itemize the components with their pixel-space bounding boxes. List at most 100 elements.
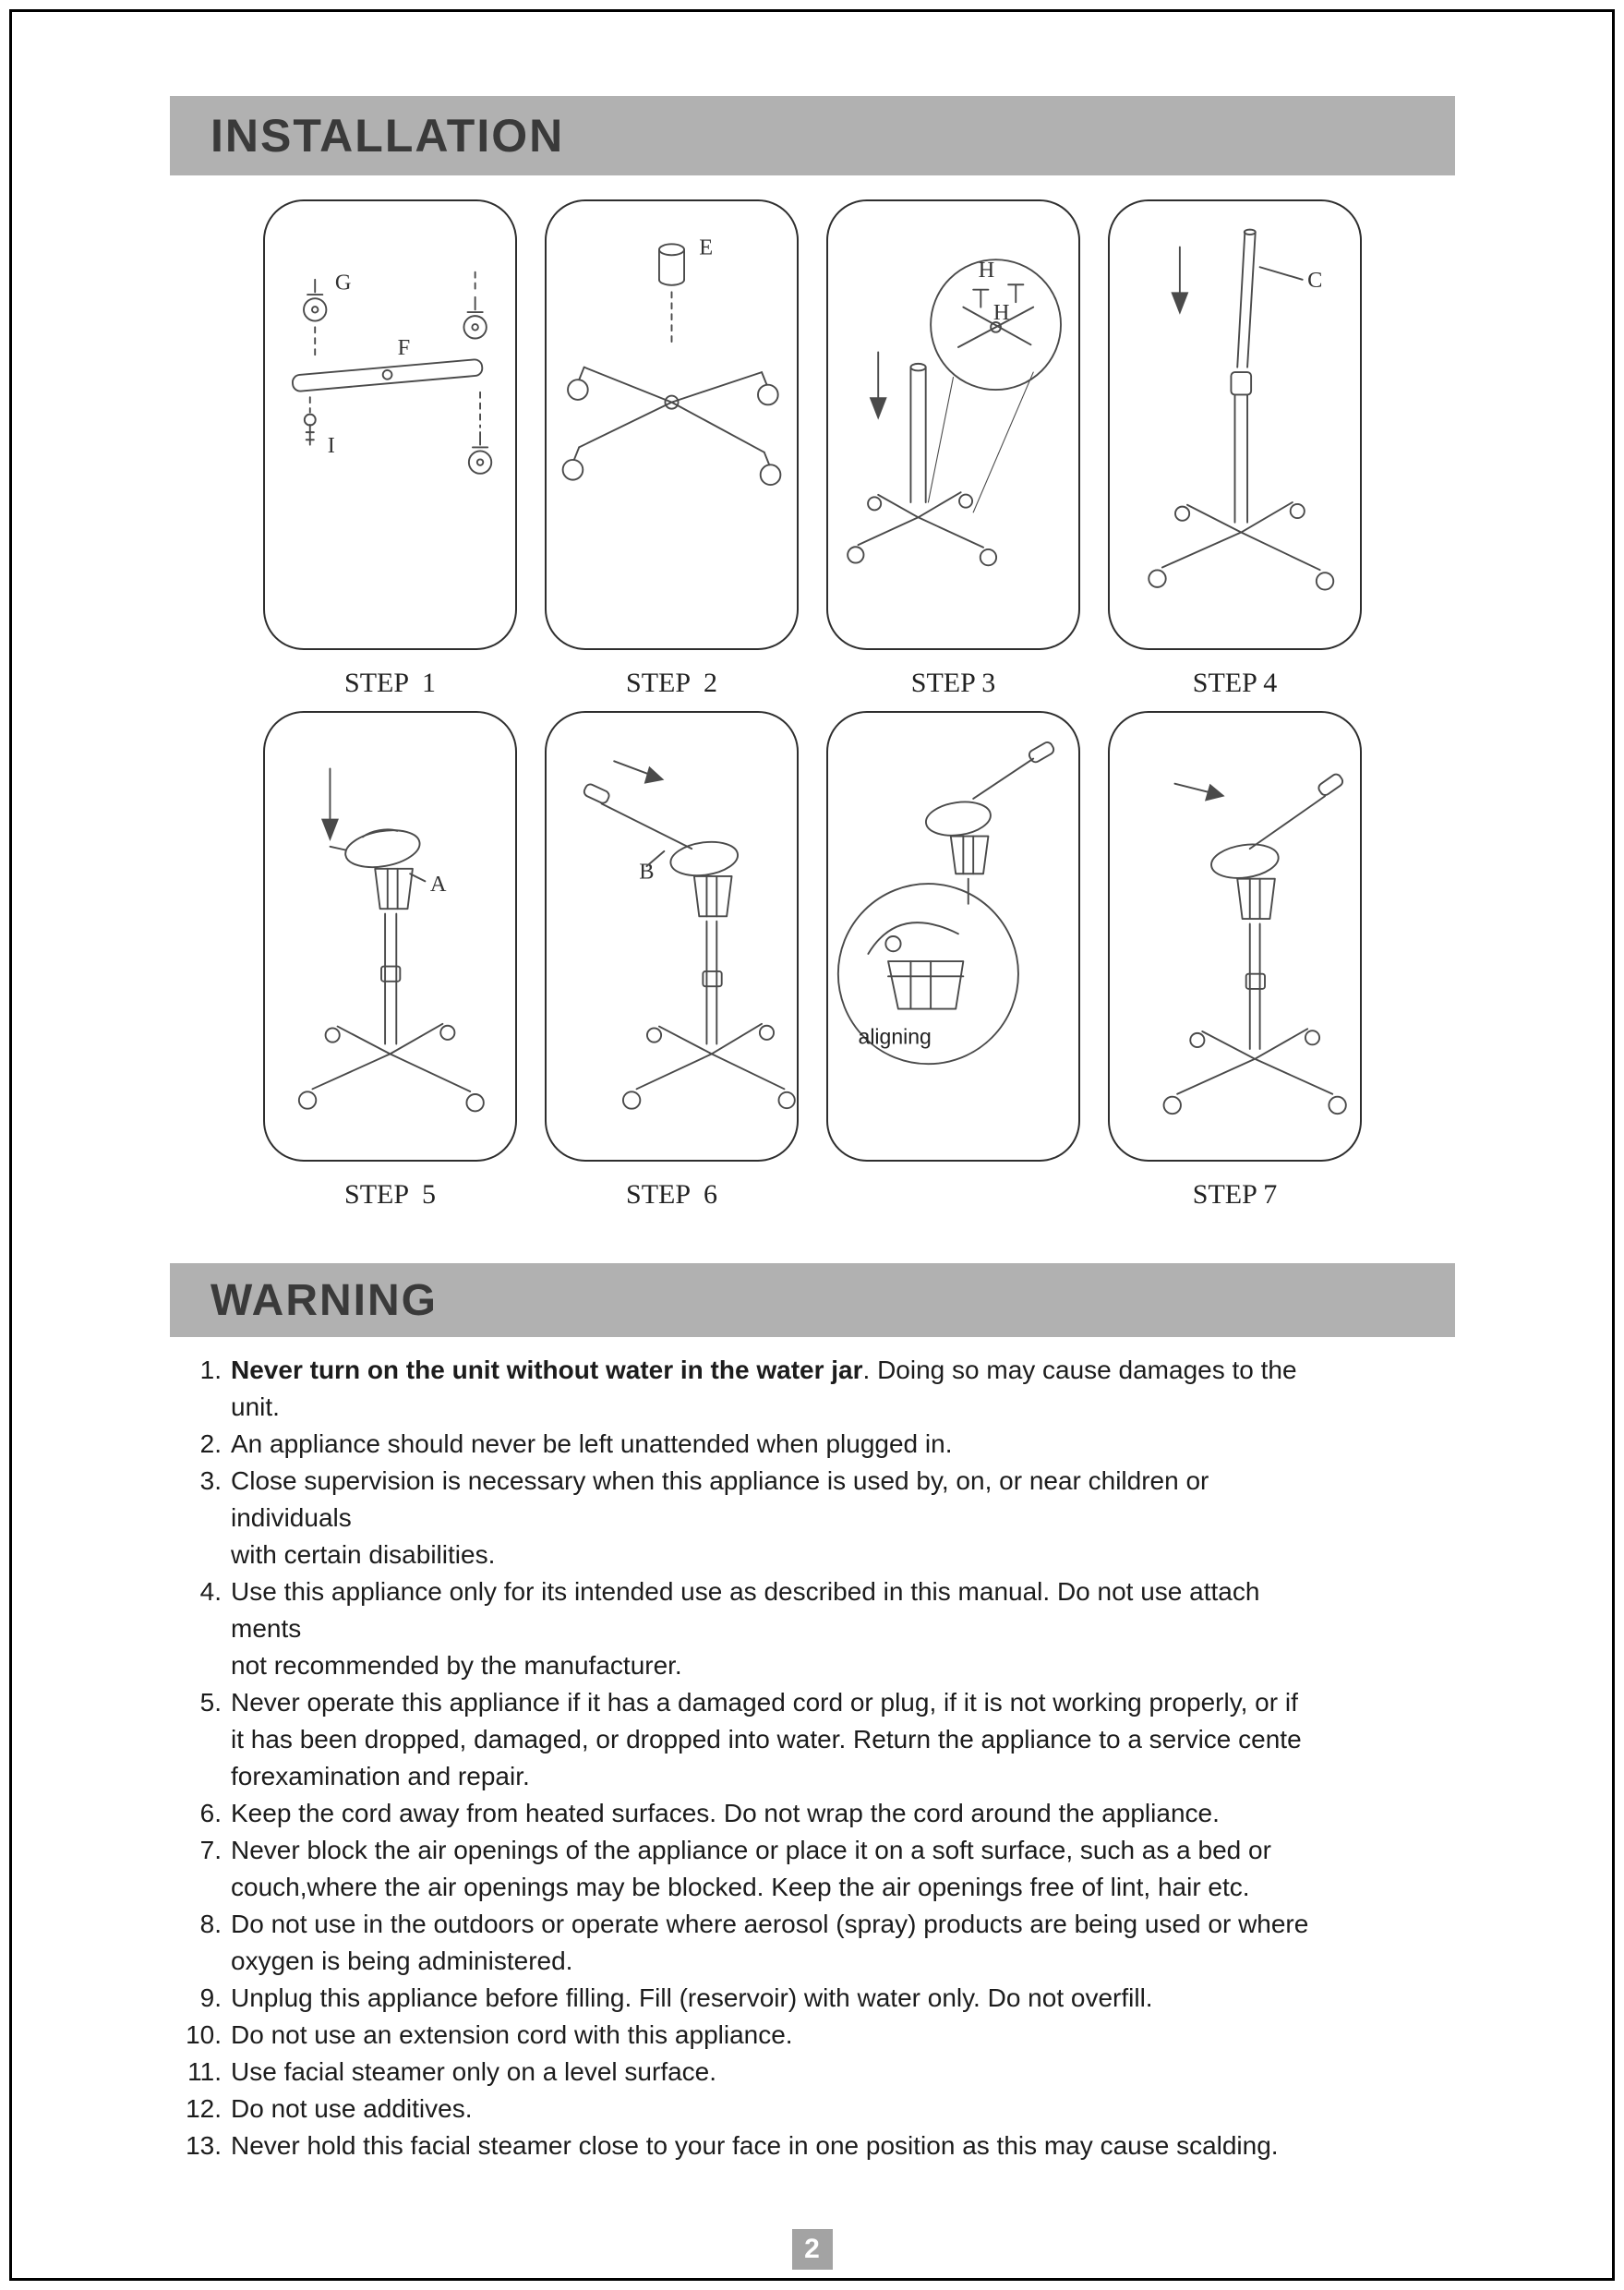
detail-circle [930, 259, 1062, 392]
warning-item: 2.An appliance should never be left unat… [170, 1426, 1455, 1463]
detail-circle [836, 883, 1019, 1066]
step-6-panel: B [545, 711, 799, 1162]
warning-item: 5.Never operate this appliance if it has… [170, 1684, 1455, 1795]
warning-item-text: Keep the cord away from heated surfaces.… [231, 1799, 1220, 1827]
warning-title: WARNING [211, 1275, 438, 1325]
step-1-cell: G F [263, 199, 517, 702]
steam-arm-icon [1248, 773, 1344, 850]
steamer-top-icon [924, 741, 1055, 905]
step7-complete-diagram [1162, 773, 1347, 1115]
warning-item: 9. Unplug this appliance before filling. … [170, 1980, 1455, 2017]
aligning-panel: aligning [826, 711, 1080, 1162]
warning-item: 7. Never block the air openings of the ap… [170, 1832, 1455, 1906]
assembled-base-icon [847, 491, 998, 567]
label-i: I [328, 433, 335, 458]
installation-header: INSTALLATION [170, 96, 1455, 175]
down-arrow-icon [869, 351, 887, 420]
water-jar-icon [692, 875, 733, 918]
warning-item-number: 12. [186, 2094, 222, 2123]
step-4-cell: C STEP [1108, 199, 1362, 702]
leg-bar-icon [291, 358, 484, 392]
down-arrow-icon [1171, 246, 1189, 315]
warning-item-number: 9. [199, 1983, 222, 2012]
step-1-caption: STEP 1 [344, 668, 436, 698]
warning-item-text: Do not use in the outdoors or operate wh… [231, 1910, 1309, 1975]
water-jar-icon [1236, 877, 1276, 920]
warning-item-number: 13. [186, 2131, 222, 2160]
step-4-caption: STEP 4 [1192, 668, 1278, 698]
step-7-cell: STEP 7 [1108, 711, 1362, 1213]
warning-item: 3. Close supervision is necessary when th… [170, 1463, 1455, 1573]
base-icon [621, 1022, 796, 1110]
label-g: G [335, 271, 352, 295]
down-arrow-icon [320, 767, 339, 842]
warning-item-number: 10. [186, 2020, 222, 2049]
warning-item-number: 6. [199, 1799, 222, 1827]
step-5-caption: STEP 5 [344, 1179, 436, 1210]
warning-item: 4.Use this appliance only for its intend… [170, 1573, 1455, 1684]
screw-icon [303, 396, 317, 446]
step6-arm-diagram: B [583, 760, 796, 1110]
step-2-panel: E [545, 199, 799, 650]
warning-item: 12. Do not use additives. [170, 2091, 1455, 2127]
water-jar-icon [374, 867, 414, 910]
steamer-head-icon [1210, 843, 1280, 879]
base-icon [1162, 1028, 1347, 1115]
step2-base-diagram: E [561, 235, 782, 486]
warning-item-number: 3. [199, 1466, 222, 1495]
warning-item-text: Never turn on the unit without water in … [231, 1356, 1297, 1421]
warning-list: 1. Never turn on the unit without water i… [170, 1337, 1455, 2164]
caster-wheel-icon [303, 278, 328, 322]
warning-item-text: Never block the air openings of the appl… [231, 1836, 1271, 1901]
step-5-panel: A [263, 711, 517, 1162]
step4-upper-pole-diagram: C [1148, 228, 1335, 591]
warning-item-number: 5. [199, 1688, 222, 1717]
warning-item-text: Never hold this facial steamer close to … [231, 2131, 1279, 2160]
aligning-detail-diagram: aligning [836, 741, 1055, 1066]
label-e: E [699, 235, 713, 260]
upper-pole-icon [1236, 228, 1257, 368]
arrow-icon [1173, 782, 1225, 802]
warning-item-text: Use facial steamer only on a level surfa… [231, 2057, 717, 2086]
step-1-panel: G F [263, 199, 517, 650]
warning-item-text: Unplug this appliance before filling. Fi… [231, 1983, 1153, 2012]
step-2-cell: E [545, 199, 799, 702]
warning-item: 13. Never hold this facial steamer close … [170, 2127, 1455, 2164]
step-7-caption: STEP 7 [1192, 1179, 1278, 1210]
caster-wheel-icon [463, 271, 487, 340]
step-7-panel [1108, 711, 1362, 1162]
knob-detail-icon [956, 283, 1035, 348]
steps-row-1: G F [263, 199, 1362, 702]
base-icon [1148, 501, 1335, 591]
step1-parts-diagram: G F [291, 271, 493, 475]
warning-item-text: An appliance should never be left unatte… [231, 1429, 953, 1458]
jar-closeup-icon [867, 922, 965, 1010]
warning-item-text: Close supervision is necessary when this… [231, 1466, 1209, 1569]
warning-item: 8.Do not use in the outdoors or operate … [170, 1906, 1455, 1980]
warning-item-text: Do not use an extension cord with this a… [231, 2020, 793, 2049]
warning-item: 1. Never turn on the unit without water i… [170, 1352, 1455, 1426]
warning-item-text: Do not use additives. [231, 2094, 473, 2123]
label-c: C [1307, 268, 1322, 293]
warning-item-number: 7. [199, 1836, 222, 1864]
arrow-icon [613, 760, 665, 784]
cross-base-icon [561, 366, 782, 486]
step-3-caption: STEP 3 [910, 668, 996, 698]
label-h-upper: H [979, 258, 995, 283]
installation-title: INSTALLATION [211, 110, 565, 162]
warning-item-text: Use this appliance only for its intended… [231, 1577, 1260, 1680]
step-5-cell: A STEP [263, 711, 517, 1213]
pole-sleeve-icon [658, 243, 685, 286]
step-2-caption: STEP 2 [626, 668, 717, 698]
step-3-panel: H H [826, 199, 1080, 650]
base-icon [297, 1022, 485, 1113]
warning-item: 6. Keep the cord away from heated surface… [170, 1795, 1455, 1832]
warning-item-number: 1. [199, 1356, 222, 1384]
warning-item: 10. Do not use an extension cord with thi… [170, 2017, 1455, 2054]
page-number-badge: 2 [791, 2229, 833, 2270]
steam-arm-icon [583, 783, 693, 850]
aligning-cell: aligning [826, 711, 1080, 1213]
pole-icon [909, 362, 927, 503]
label-f: F [398, 335, 411, 360]
